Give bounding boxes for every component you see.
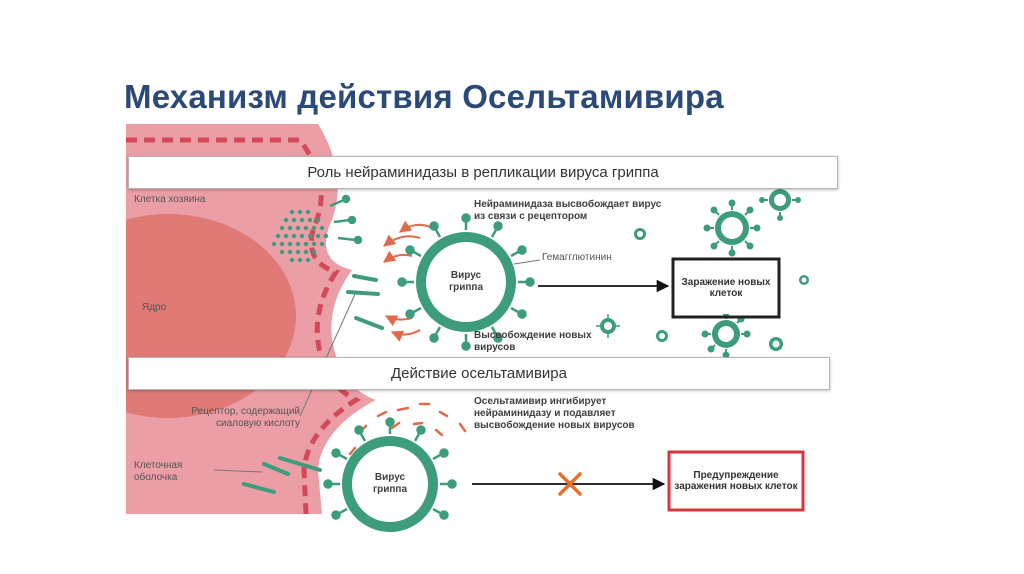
cross-icon xyxy=(558,472,582,496)
hemagglutinin-label: Гемагглютинин xyxy=(542,252,612,263)
membrane-label: Клеточная оболочка xyxy=(134,460,183,483)
small-virus xyxy=(769,337,783,351)
virus-label-bottom: Вирус гриппа xyxy=(372,472,408,495)
infection-box-border xyxy=(671,257,781,319)
slide-title: Механизм действия Осельтамивира xyxy=(124,78,724,116)
receptor-stalks xyxy=(242,274,384,494)
small-virus xyxy=(703,199,761,257)
small-virus xyxy=(596,314,620,338)
influenza-virus-top xyxy=(397,213,535,351)
replication-banner: Роль нейраминидазы в репликации вируса г… xyxy=(128,156,838,189)
receptor-label: Рецептор, содержащий сиаловую кислоту xyxy=(191,406,300,429)
influenza-virus-bottom xyxy=(323,417,457,532)
pointer-lines xyxy=(213,259,541,473)
small-virus xyxy=(799,275,809,285)
inhibited-neuraminidase-fragments xyxy=(348,402,467,456)
small-virus xyxy=(656,330,668,342)
prevention-box-border xyxy=(667,450,805,512)
membrane-spikes xyxy=(329,194,363,245)
prevention-outcome: Предупреждение заражения новых клеток xyxy=(672,455,800,507)
oseltamivir-banner: Действие осельтамивира xyxy=(128,357,830,390)
release-arrows xyxy=(383,220,433,342)
virus-assembly-dots xyxy=(271,209,329,263)
host-cell-label: Клетка хозяина xyxy=(134,194,206,205)
oseltamivir-note: Осельтамивир ингибирует нейраминидазу и … xyxy=(474,396,635,431)
cell-membrane xyxy=(126,137,362,514)
neuraminidase-note: Нейраминидаза высвобождает вирус из связ… xyxy=(474,199,662,222)
release-label: Высвобождение новых вирусов xyxy=(474,330,592,353)
nucleus-label: Ядро xyxy=(142,302,167,313)
infection-outcome: Заражение новых клеток xyxy=(676,262,776,314)
virus-label-top: Вирус гриппа xyxy=(448,270,484,293)
small-virus xyxy=(634,228,646,240)
